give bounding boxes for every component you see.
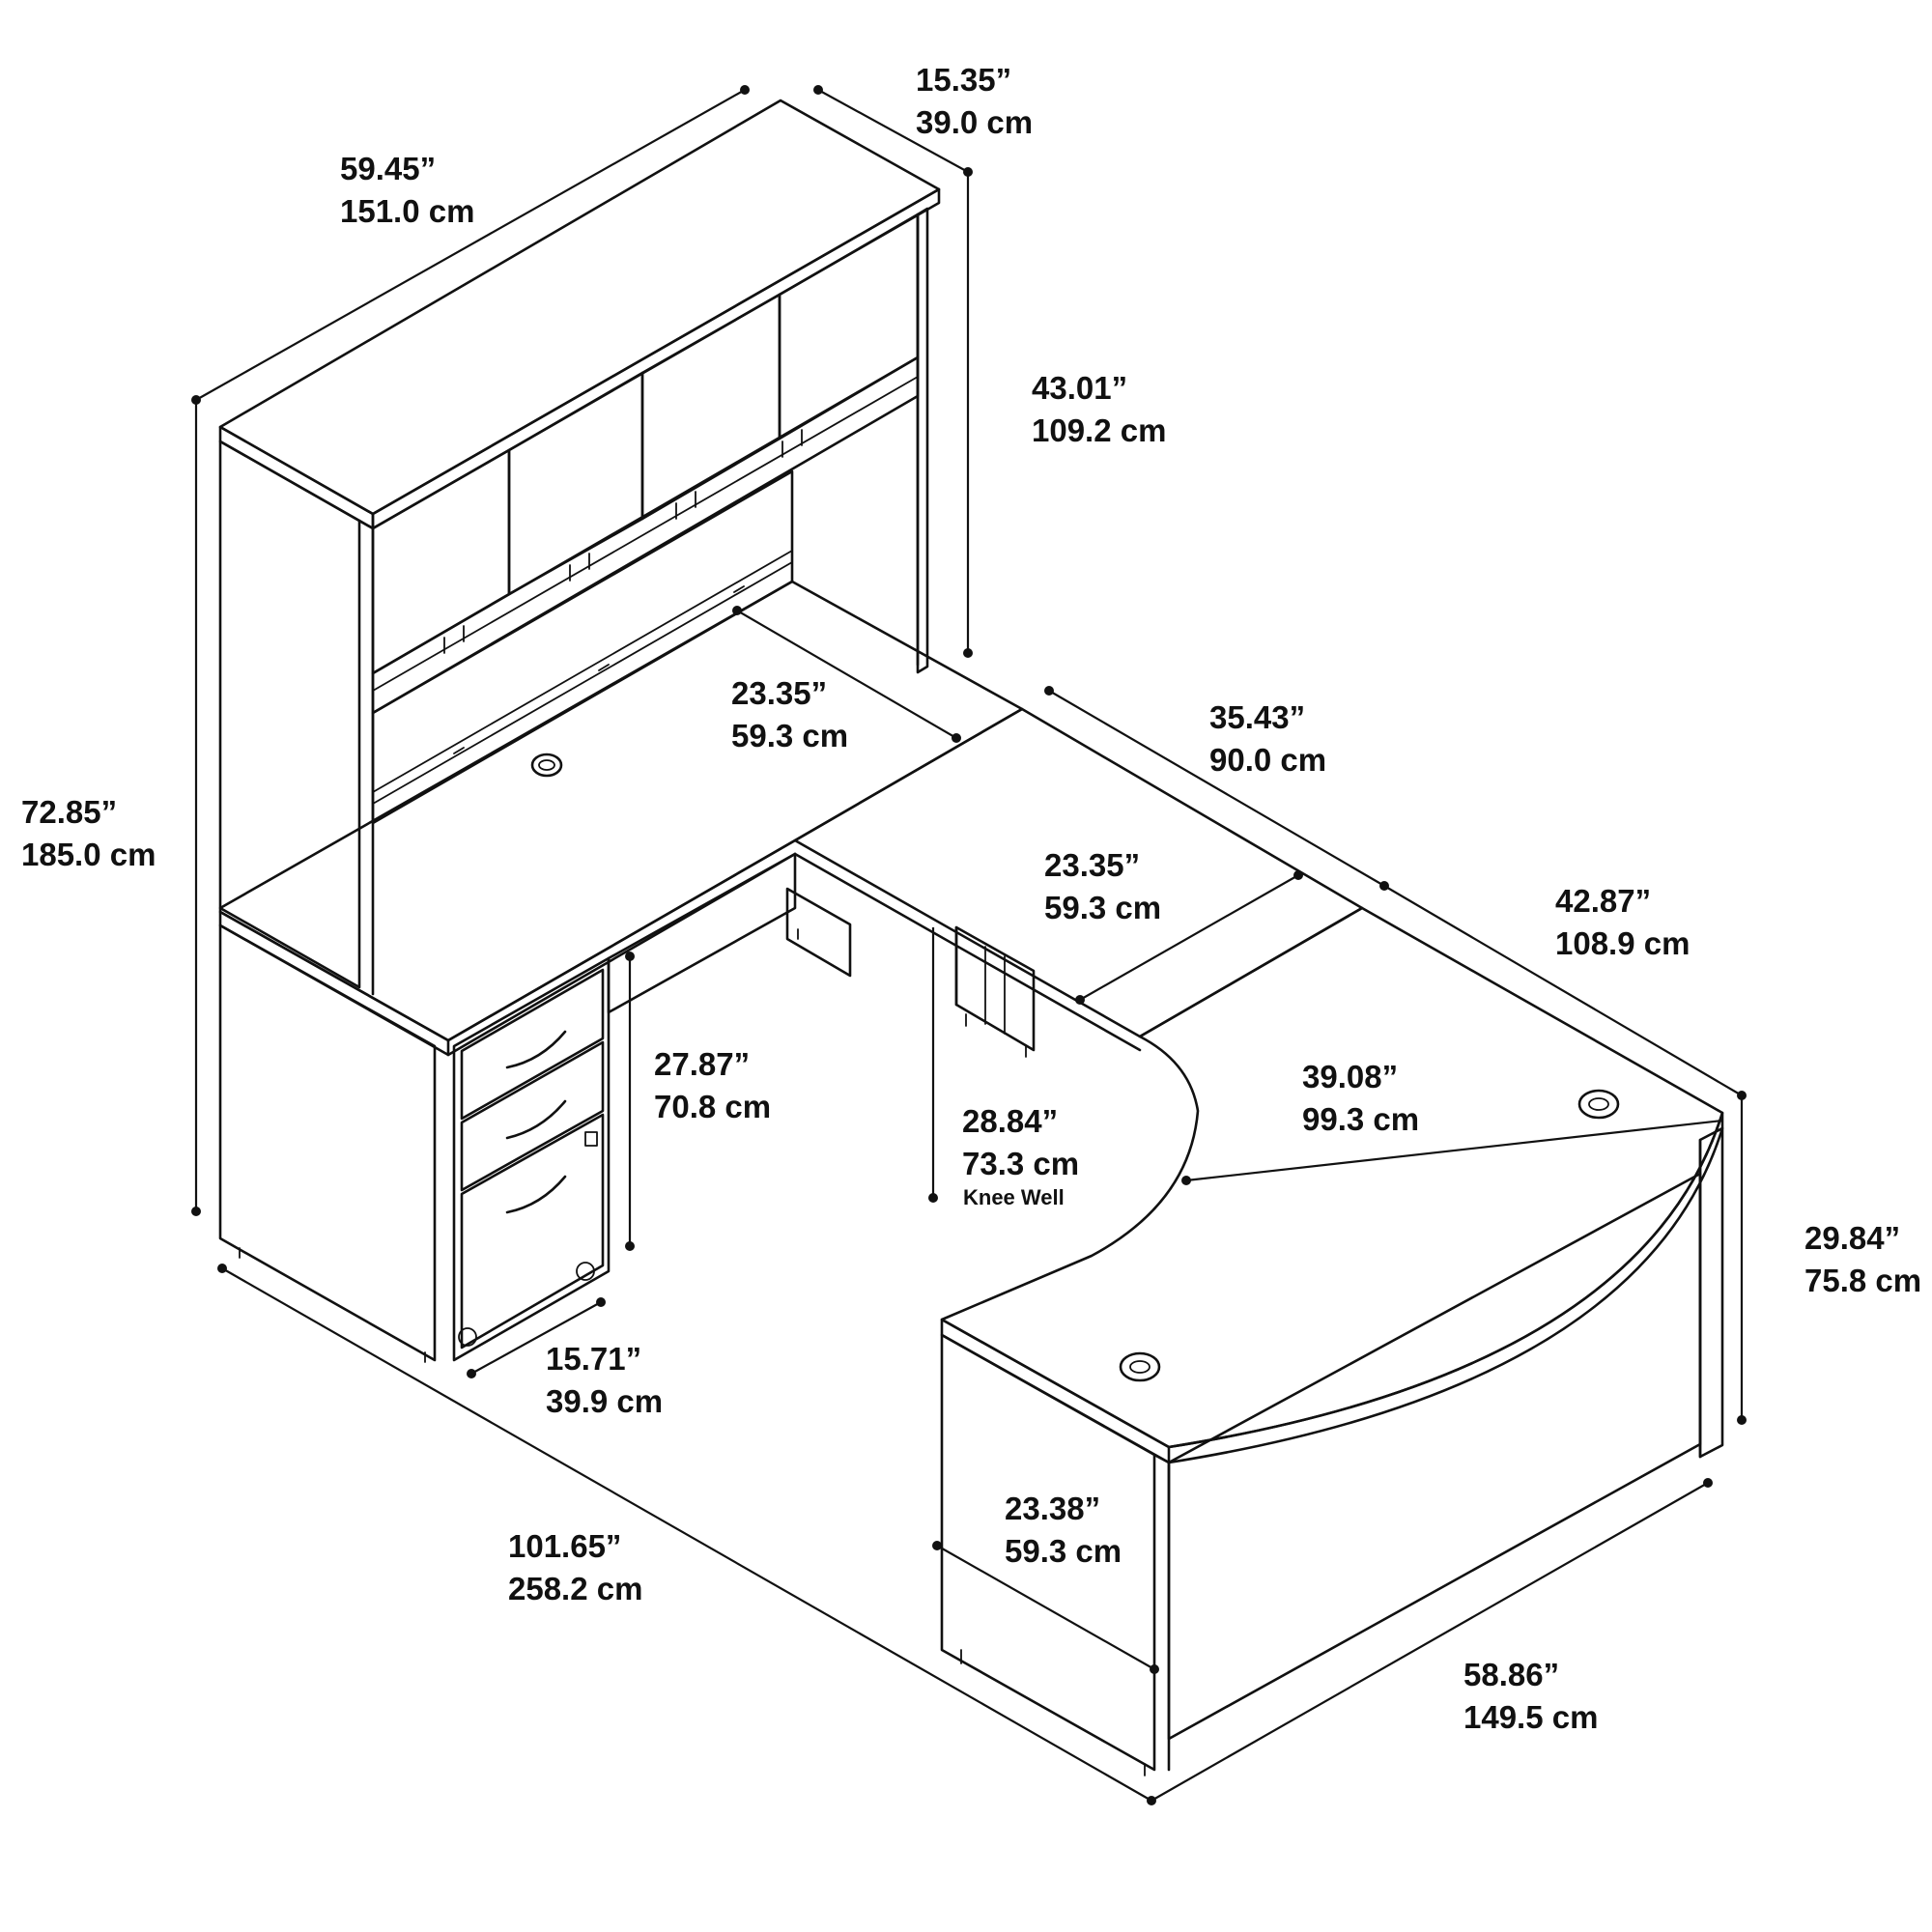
desk-shell-top <box>218 580 1024 1042</box>
dim-line-bridge-depth <box>1079 874 1299 1001</box>
dim-line-pedestal-depth <box>470 1301 602 1375</box>
bowfront-front-edge <box>940 1318 1171 1464</box>
pedestal-drawer-1 <box>460 968 605 1121</box>
dim-line-bridge-length <box>1048 690 1385 887</box>
bridge-depth-in: 23.35” <box>1044 847 1140 883</box>
dim-line-overall-width <box>1151 1482 1709 1802</box>
pedestal-height-cm: 70.8 cm <box>654 1089 771 1124</box>
bridge-length-cm: 90.0 cm <box>1209 742 1326 778</box>
desk-grommet <box>530 753 563 778</box>
hutch-door-1 <box>371 448 511 675</box>
dim-line-hutch-depth <box>817 89 969 173</box>
desk-depth-cm: 59.3 cm <box>731 718 848 753</box>
dimension-labels: 59.45” 151.0 cm 15.35” 39.0 cm 43.01” 10… <box>21 62 1921 1735</box>
bridge-length-in: 35.43” <box>1209 699 1305 735</box>
knee-well-cm: 73.3 cm <box>962 1146 1079 1181</box>
mobile-pedestal <box>452 956 611 1362</box>
return-depth-in: 23.38” <box>1005 1491 1100 1526</box>
bowfront-depth-in: 39.08” <box>1302 1059 1398 1094</box>
bowfront-grommet-front <box>1119 1351 1161 1382</box>
hutch-back-panel <box>371 469 794 825</box>
dim-line-bowfront-length <box>1383 885 1743 1096</box>
pedestal-depth-cm: 39.9 cm <box>546 1383 663 1419</box>
overall-width-in: 58.86” <box>1463 1657 1559 1692</box>
desk-height-cm: 75.8 cm <box>1804 1263 1921 1298</box>
hutch-top <box>218 99 941 516</box>
pedestal-drawer-2 <box>460 1040 605 1192</box>
dim-line-return-depth <box>936 1545 1155 1670</box>
bowfront-end-panel <box>940 1333 1156 1772</box>
dim-line-desk-depth <box>736 610 957 739</box>
hutch-height-cm: 109.2 cm <box>1032 412 1166 448</box>
hutch-width-cm: 151.0 cm <box>340 193 474 229</box>
overall-length-in: 101.65” <box>508 1528 621 1564</box>
hutch-width-in: 59.45” <box>340 151 436 186</box>
knee-well-note: Knee Well <box>963 1185 1065 1209</box>
drawer-handle-3 <box>505 1175 567 1214</box>
desk-height-in: 29.84” <box>1804 1220 1900 1256</box>
bowfront-depth-cm: 99.3 cm <box>1302 1101 1419 1137</box>
bowfront-length-in: 42.87” <box>1555 883 1651 919</box>
knee-well-in: 28.84” <box>962 1103 1058 1139</box>
pedestal-caster-front <box>458 1327 477 1347</box>
overall-height-cm: 185.0 cm <box>21 837 156 872</box>
drawer-handle-2 <box>505 1099 567 1140</box>
hutch-depth-cm: 39.0 cm <box>916 104 1033 140</box>
desk-depth-in: 23.35” <box>731 675 827 711</box>
pedestal-drawer-3 <box>460 1113 605 1350</box>
pedestal-caster-rear <box>576 1262 595 1281</box>
bridge-depth-cm: 59.3 cm <box>1044 890 1161 925</box>
hutch-door-4 <box>778 213 920 440</box>
overall-width-cm: 149.5 cm <box>1463 1699 1598 1735</box>
hutch-top-side-edge <box>371 187 941 530</box>
furniture-line-art <box>218 99 1724 1776</box>
bowfront-bow-edge <box>1167 1111 1724 1464</box>
drawer-handle-1 <box>505 1030 567 1069</box>
overall-length-cm: 258.2 cm <box>508 1571 642 1606</box>
dimension-lines <box>191 85 1747 1805</box>
hutch-door-2 <box>507 371 644 596</box>
bowfront-grommet-rear <box>1577 1089 1620 1120</box>
dim-line-bowfront-depth <box>1185 1119 1723 1182</box>
hutch-shelf <box>371 355 920 715</box>
dim-line-overall-length <box>221 1267 1152 1802</box>
bridge-rear-box <box>785 887 852 978</box>
hutch-depth-in: 15.35” <box>916 62 1011 98</box>
pedestal-height-in: 27.87” <box>654 1046 750 1082</box>
pedestal-front <box>452 956 611 1362</box>
bowfront-modesty-panel <box>1167 1172 1702 1741</box>
overall-height-in: 72.85” <box>21 794 117 830</box>
hutch-door-3 <box>640 293 781 521</box>
hutch-right-panel <box>916 207 929 674</box>
hutch-height-in: 43.01” <box>1032 370 1127 406</box>
pedestal-lock-icon <box>584 1131 598 1147</box>
dim-line-hutch-width <box>195 89 746 401</box>
hutch-left-panel <box>218 440 361 989</box>
return-depth-cm: 59.3 cm <box>1005 1533 1122 1569</box>
hutch-top-front-edge <box>218 425 375 530</box>
bowfront-length-cm: 108.9 cm <box>1555 925 1690 961</box>
desk-left-panel <box>218 923 437 1362</box>
bridge-support <box>954 925 1036 1052</box>
desk-modesty-panel <box>607 852 797 1014</box>
pedestal-depth-in: 15.71” <box>546 1341 641 1377</box>
